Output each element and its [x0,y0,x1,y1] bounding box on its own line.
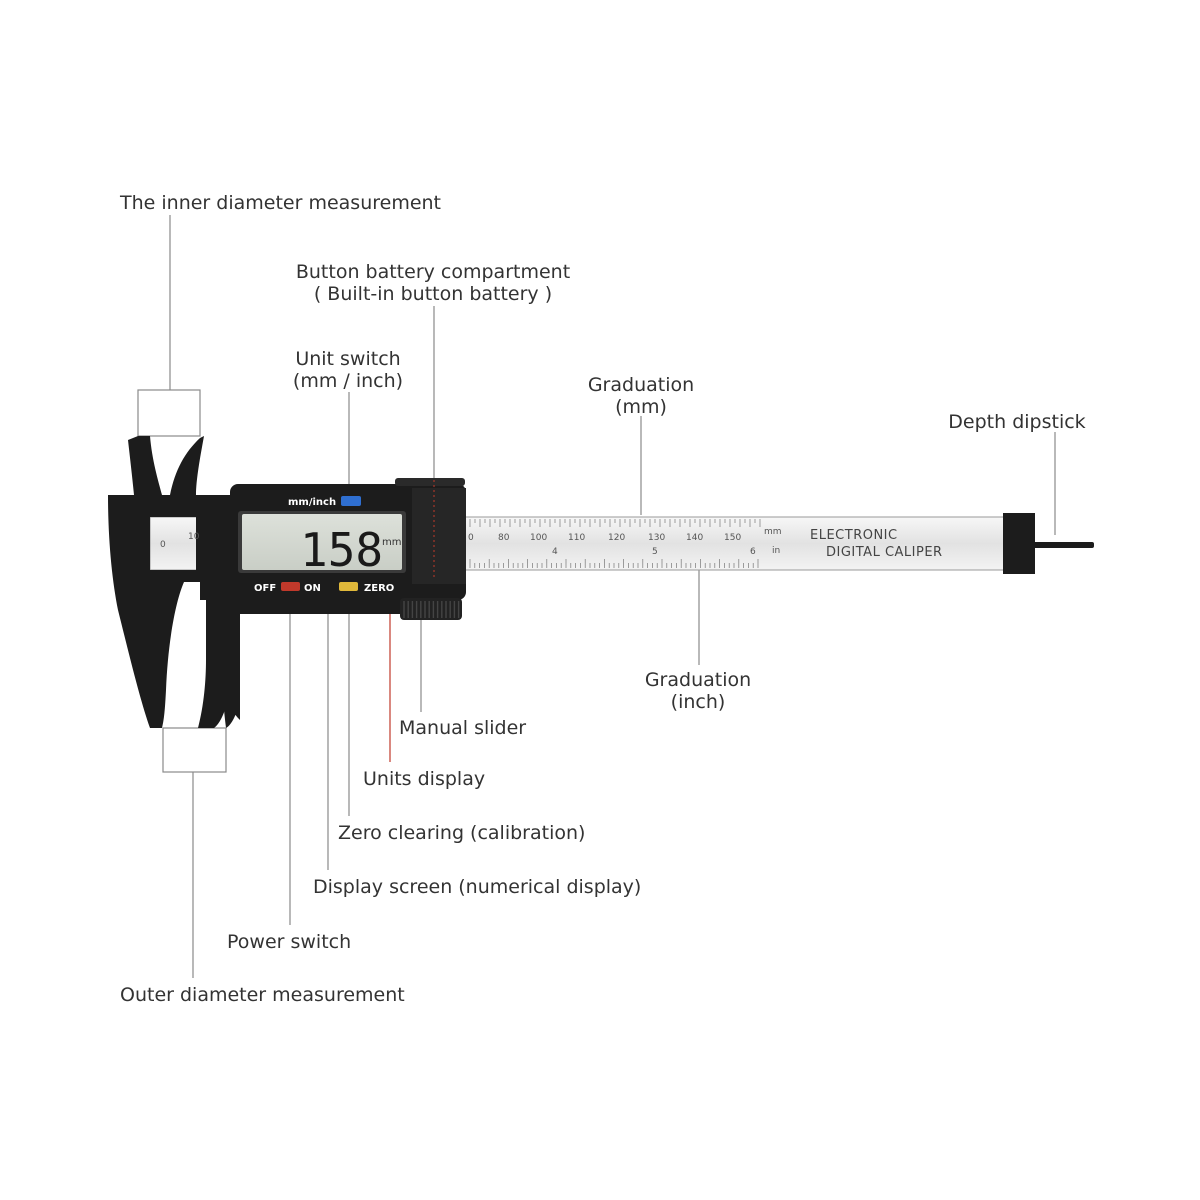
brand-line2: DIGITAL CALIPER [826,545,943,560]
labels: The inner diameter measurement Button ba… [119,192,1086,1006]
display-screen: 158 mm [238,511,406,577]
scale-mm-label: 80 [498,533,510,543]
on-label: ON [304,583,321,594]
scale-inch-label: 5 [652,547,658,557]
scale-inch-label: 6 [750,547,756,557]
label-inner-diameter: The inner diameter measurement [119,192,441,214]
label-outer-diameter: Outer diameter measurement [120,984,405,1006]
fixed-inner-jaw [128,436,162,495]
beam-end-cap [1003,513,1035,574]
fixed-jaw [108,495,232,728]
depth-dipstick [1030,542,1094,548]
sliding-jaw [170,495,240,728]
scale-mm-unit: mm [764,527,782,537]
units-display: mm [382,537,401,548]
scale-mm-label: 140 [686,533,703,543]
label-manual-slider: Manual slider [399,717,526,739]
label-units-display: Units display [363,768,485,790]
scale-mm-label: 0 [468,533,474,543]
scale-mm-label: 120 [608,533,625,543]
scale-mm-label: 150 [724,533,741,543]
label-zero-clearing: Zero clearing (calibration) [338,822,585,844]
scale-left-10: 10 [188,532,200,542]
label-graduation-mm-2: (mm) [615,396,667,418]
label-unit-switch-2: (mm / inch) [293,370,403,392]
scale-mm-label: 130 [648,533,665,543]
label-graduation-inch-2: (inch) [671,691,726,713]
scale-mm-label: 100 [530,533,547,543]
label-graduation-mm-1: Graduation [588,374,694,396]
manual-slider [400,598,462,620]
scale-in-unit: in [772,546,780,556]
label-depth-dipstick: Depth dipstick [948,411,1085,433]
unit-switch-button [341,496,361,506]
display-reading: 158 [300,523,383,577]
graduation-mm: 0 80 100 110 120 130 140 150 [468,519,761,543]
label-power-switch: Power switch [227,931,351,953]
zero-label: ZERO [364,583,394,594]
brand-line1: ELECTRONIC [810,528,898,543]
scale-inch-label: 4 [552,547,558,557]
sliding-inner-jaw [170,436,204,495]
label-battery-2: ( Built-in button battery ) [314,283,552,305]
label-battery-1: Button battery compartment [296,261,570,283]
caliper: mm/inch 158 mm OFF ON ZERO 0 10 0 80 100 11… [108,436,1094,728]
mode-label: mm/inch [288,497,336,508]
label-unit-switch-1: Unit switch [295,348,400,370]
graduation-inch: 4 5 6 [469,547,759,568]
label-graduation-inch-1: Graduation [645,669,751,691]
scale-mm-label: 110 [568,533,585,543]
label-display-screen: Display screen (numerical display) [313,876,641,898]
zero-button [339,582,358,591]
battery-compartment [395,478,466,584]
scale-left-0: 0 [160,540,166,550]
off-label: OFF [254,583,276,594]
power-switch-button [281,582,300,591]
